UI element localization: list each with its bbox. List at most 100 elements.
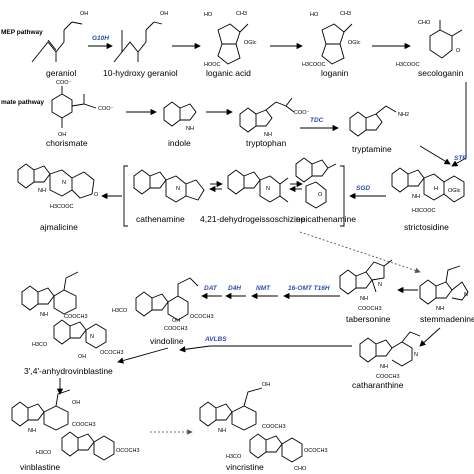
vincristine-cho: CHO [294, 466, 307, 472]
ajmalicine-o: O [94, 192, 99, 198]
vinblastine-nh: NH [28, 428, 36, 434]
vincristine-structure: OH NH COOCH3 H3CO CHO OCOCH3 [199, 382, 328, 472]
vindoline-oh: OH [172, 318, 180, 324]
vindoline-cooch3: COOCH3 [164, 326, 188, 332]
strictosidine-label: strictosidine [404, 222, 449, 232]
arrow-dashed-to-stemmadenine [299, 231, 421, 274]
shikimate-pathway-label: mate pathway [1, 99, 44, 106]
anhydrovinblastine-cooch3: COOCH3 [64, 314, 88, 320]
ajmalicine-h3cooc: H3COOC [50, 204, 74, 210]
vindoline-ococh3: OCOCH3 [190, 314, 214, 320]
strictosidine-h: H [434, 186, 438, 192]
chorismate-coo-2: COO⁻ [98, 106, 114, 112]
enzyme-d4h: D4H [228, 285, 241, 292]
enzyme-sgd: SGD [356, 185, 370, 192]
equilibrium-2 [289, 180, 303, 193]
vindoline-structure: H3CO OH OCOCH3 COOCH3 [112, 277, 214, 332]
cathenamine-label: cathenamine [136, 214, 185, 224]
arrow-secologanin-to-str [451, 82, 467, 167]
catharanthine-n: N [414, 352, 418, 358]
enzyme-tdc: TDC [310, 117, 324, 124]
catharanthine-structure: NH N COOCH3 [359, 331, 421, 380]
tryptophan-structure: NH COO⁻ [239, 97, 310, 138]
tabersonine-cooch3: COOCH3 [358, 306, 382, 312]
strictosidine-h3cooc: H3COOC [412, 208, 436, 214]
stemmadenine-structure: NH N [419, 265, 469, 312]
anhydrovinblastine-structure: NH COOCH3 H3CO N OCOCH3 OH [21, 271, 124, 360]
anhydrovinblastine-label: 3',4'-anhydrovinblastine [24, 366, 113, 376]
bracket-right [340, 165, 345, 227]
tryptamine-structure: NH2 [349, 105, 409, 137]
indole-label: indole [168, 138, 191, 148]
vincristine-cooch3: COOCH3 [262, 424, 286, 430]
tryptophan-nh: NH [264, 132, 272, 138]
vincristine-ococh3: OCOCH3 [304, 448, 328, 454]
enzyme-omt-t16h: 16-OMT T16H [288, 285, 330, 292]
equilibrium-1 [209, 180, 223, 193]
tabersonine-label: tabersonine [346, 314, 391, 324]
bracket-left [123, 165, 128, 227]
secologanin-h3cooc: H3COOC [396, 62, 420, 68]
hydroxy-geraniol-oh: OH [160, 11, 168, 17]
tryptophan-label: tryptophan [246, 138, 286, 148]
geraniol-oh: OH [80, 11, 88, 17]
strictosidine-nh: NH [412, 194, 420, 200]
secologanin-structure: CHO O H3COOC [396, 20, 463, 68]
enzyme-str: STR [454, 155, 467, 162]
secologanin-cho: CHO [418, 20, 431, 26]
enzyme-nmt: NMT [256, 285, 271, 292]
dehydrogeissoschizine-structure: N [227, 169, 289, 203]
hydroxy-geraniol-label: 10-hydroxy geraniol [103, 68, 178, 78]
arrow-tryptamine-to-str [419, 145, 451, 165]
catharanthine-label: catharanthine [352, 380, 404, 390]
vinblastine-oh: OH [72, 400, 80, 406]
epicathenamine-o: O [318, 192, 323, 198]
secologanin-o: O [456, 48, 461, 54]
loganin-ch3: CH3 [340, 11, 351, 17]
loganic-acid-structure: HO CH3 OGlc HOOC [204, 11, 257, 68]
anhydrovinblastine-nh: NH [40, 312, 48, 318]
vincristine-h3co: H3CO [226, 454, 242, 460]
tryptamine-label: tryptamine [352, 144, 392, 154]
indole-structure: NH [163, 101, 197, 132]
dehydrogeissoschizine-n: N [266, 186, 270, 192]
chorismate-coo: COO⁻ [56, 80, 72, 86]
enzyme-dat: DAT [204, 285, 218, 292]
loganic-acid-label: loganic acid [206, 68, 251, 78]
vindoline-label: vindoline [150, 336, 184, 346]
vincristine-label: vincristine [226, 462, 264, 472]
vinblastine-ococh3: OCOCH3 [116, 448, 140, 454]
hydroxy-geraniol-structure: OH [113, 11, 168, 63]
geraniol-label: geraniol [46, 68, 76, 78]
loganin-label: loganin [321, 68, 349, 78]
loganic-acid-ho: HO [204, 12, 213, 18]
ajmalicine-structure: NH N O H3COOC [17, 163, 99, 210]
tabersonine-structure: NH N COOCH3 [339, 259, 393, 312]
enzyme-g10h: G10H [92, 35, 109, 42]
stemmadenine-nh: NH [436, 306, 444, 312]
loganic-acid-ch3: CH3 [236, 11, 247, 17]
arrow-avlbs-from-catharanthine [179, 345, 352, 353]
vindoline-h3co: H3CO [112, 308, 128, 314]
vincristine-nh: NH [218, 428, 226, 434]
ajmalicine-n: N [62, 180, 66, 186]
arrow-avlbs-from-vindoline [117, 347, 169, 364]
strictosidine-structure: NH H OGlc H3COOC [391, 167, 465, 214]
cathenamine-structure: N [133, 169, 205, 203]
vinblastine-label: vinblastine [20, 462, 60, 472]
chorismate-oh: OH [58, 132, 66, 138]
chorismate-label: chorismate [46, 138, 88, 148]
loganin-structure: HO CH3 OGlc H3COOC [302, 11, 361, 68]
anhydrovinblastine-ococh3: OCOCH3 [100, 350, 124, 356]
cathenamine-n: N [176, 186, 180, 192]
indole-nh: NH [186, 126, 194, 132]
vincristine-oh: OH [262, 382, 270, 388]
catharanthine-cooch3: COOCH3 [376, 374, 400, 380]
vinblastine-h3co: H3CO [36, 450, 52, 456]
tryptophan-coo: COO⁻ [294, 110, 310, 116]
vinblastine-structure: NH COOCH3 OH H3CO OCOCH3 [11, 389, 140, 461]
geraniol-structure: OH [31, 11, 88, 63]
tabersonine-nh: NH [360, 296, 368, 302]
ajmalicine-label: ajmalicine [40, 222, 78, 232]
strictosidine-oglc: OGlc [448, 188, 461, 194]
